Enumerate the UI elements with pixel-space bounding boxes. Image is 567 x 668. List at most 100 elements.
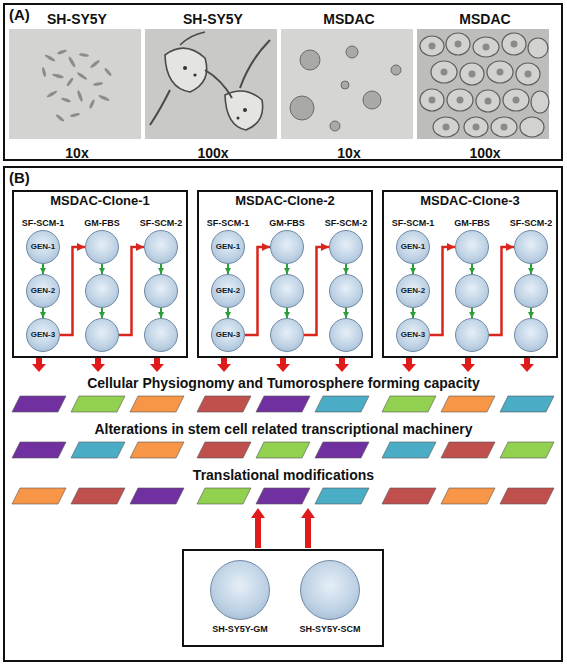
micrograph xyxy=(281,29,413,139)
culture-dish: GEN-3 xyxy=(396,318,430,352)
generation-label: GEN-2 xyxy=(31,285,55,297)
column-header: SF-SCM-1 xyxy=(22,218,65,229)
analysis-label: Cellular Physiognomy and Tumorosphere fo… xyxy=(0,375,567,392)
clone-box: MSDAC-Clone-1SF-SCM-1GEN-1GM-FBSSF-SCM-2… xyxy=(12,190,188,358)
flow-arrow xyxy=(160,308,162,318)
clone-heading: MSDAC-Clone-1 xyxy=(14,193,186,209)
culture-dish xyxy=(144,274,178,308)
flow-arrow xyxy=(489,247,514,335)
analysis-label: Translational modifications xyxy=(0,467,567,484)
parallelogram-row xyxy=(12,396,554,412)
clone-heading: MSDAC-Clone-3 xyxy=(384,193,556,209)
culture-dish xyxy=(270,318,304,352)
generation-label: GEN-3 xyxy=(216,329,240,341)
culture-dish xyxy=(85,274,119,308)
culture-dish xyxy=(455,274,489,308)
micrograph-panel: MSDAC 10x xyxy=(283,9,415,163)
control-box xyxy=(183,550,383,646)
culture-dish: SF-SCM-1GEN-1 xyxy=(26,230,60,264)
column-header: SF-SCM-2 xyxy=(140,218,183,229)
culture-dish xyxy=(270,274,304,308)
culture-dish: GEN-2 xyxy=(396,274,430,308)
micrograph xyxy=(417,29,549,139)
magnification-label: 100x xyxy=(147,145,279,161)
flow-arrow xyxy=(227,264,229,274)
micrograph-panel: SH-SY5Y 100x xyxy=(147,9,279,163)
magnification-label: 10x xyxy=(283,145,415,161)
column-header: GM-FBS xyxy=(454,218,490,229)
flow-arrow xyxy=(530,308,532,318)
panel-frame: (B)MSDAC-Clone-1SF-SCM-1GEN-1GM-FBSSF-SC… xyxy=(3,166,563,662)
culture-dish: SH-SY5Y-SCM xyxy=(300,560,360,620)
culture-dish: GEN-2 xyxy=(26,274,60,308)
flow-arrow xyxy=(345,264,347,274)
cell-line-label: SH-SY5Y xyxy=(147,11,279,27)
micrograph-panel: MSDAC 100x xyxy=(419,9,551,163)
culture-dish xyxy=(329,318,363,352)
flow-arrow xyxy=(304,247,329,335)
magnification-label: 100x xyxy=(419,145,551,161)
cell-line-label: SH-SY5Y xyxy=(11,11,143,27)
flow-arrow xyxy=(471,308,473,318)
flow-arrow xyxy=(42,308,44,318)
flow-arrow xyxy=(471,264,473,274)
flow-arrow xyxy=(101,264,103,274)
flow-arrow xyxy=(412,308,414,318)
micrograph xyxy=(145,29,277,139)
parallelogram-row xyxy=(12,442,554,458)
dish-label: SH-SY5Y-SCM xyxy=(299,624,360,635)
generation-label: GEN-3 xyxy=(31,329,55,341)
column-header: SF-SCM-1 xyxy=(392,218,435,229)
magnification-label: 10x xyxy=(11,145,143,161)
analysis-label: Alterations in stem cell related transcr… xyxy=(0,421,567,438)
culture-dish xyxy=(329,274,363,308)
cell-line-label: MSDAC xyxy=(419,11,551,27)
culture-dish xyxy=(455,318,489,352)
culture-dish: GM-FBS xyxy=(85,230,119,264)
generation-label: GEN-1 xyxy=(216,241,240,253)
culture-dish: GEN-3 xyxy=(26,318,60,352)
flow-arrow xyxy=(60,247,85,335)
culture-dish: SF-SCM-2 xyxy=(329,230,363,264)
culture-dish: SF-SCM-2 xyxy=(514,230,548,264)
culture-dish: SF-SCM-1GEN-1 xyxy=(396,230,430,264)
culture-dish: GEN-2 xyxy=(211,274,245,308)
column-header: SF-SCM-1 xyxy=(207,218,250,229)
flow-arrow xyxy=(227,308,229,318)
culture-dish: GM-FBS xyxy=(270,230,304,264)
culture-dish xyxy=(85,318,119,352)
flow-arrow xyxy=(286,264,288,274)
culture-dish: GM-FBS xyxy=(455,230,489,264)
up-arrow xyxy=(251,508,315,548)
generation-label: GEN-1 xyxy=(31,241,55,253)
flow-arrow xyxy=(286,308,288,318)
cell-line-label: MSDAC xyxy=(283,11,415,27)
generation-label: GEN-1 xyxy=(401,241,425,253)
flow-arrow xyxy=(42,264,44,274)
parallelogram-row xyxy=(12,488,554,504)
culture-dish xyxy=(514,318,548,352)
flow-arrow xyxy=(530,264,532,274)
culture-dish xyxy=(144,318,178,352)
panel-label: (B) xyxy=(9,169,30,186)
column-header: SF-SCM-2 xyxy=(510,218,553,229)
flow-arrow xyxy=(345,308,347,318)
clone-box: MSDAC-Clone-2SF-SCM-1GEN-1GM-FBSSF-SCM-2… xyxy=(197,190,373,358)
culture-dish: SF-SCM-2 xyxy=(144,230,178,264)
flow-arrow xyxy=(160,264,162,274)
down-arrow xyxy=(32,357,534,372)
clone-heading: MSDAC-Clone-2 xyxy=(199,193,371,209)
micrograph xyxy=(9,29,141,139)
flow-arrow xyxy=(412,264,414,274)
clone-box: MSDAC-Clone-3SF-SCM-1GEN-1GM-FBSSF-SCM-2… xyxy=(382,190,558,358)
culture-dish: SH-SY5Y-GM xyxy=(210,560,270,620)
dish-label: SH-SY5Y-GM xyxy=(212,624,268,635)
culture-dish: SF-SCM-1GEN-1 xyxy=(211,230,245,264)
panel-frame: (A)SH-SY5Y10xSH-SY5Y100xMSDAC10xMSDAC100… xyxy=(3,3,563,161)
generation-label: GEN-2 xyxy=(216,285,240,297)
column-header: SF-SCM-2 xyxy=(325,218,368,229)
flow-arrow xyxy=(101,308,103,318)
column-header: GM-FBS xyxy=(269,218,305,229)
culture-dish: GEN-3 xyxy=(211,318,245,352)
